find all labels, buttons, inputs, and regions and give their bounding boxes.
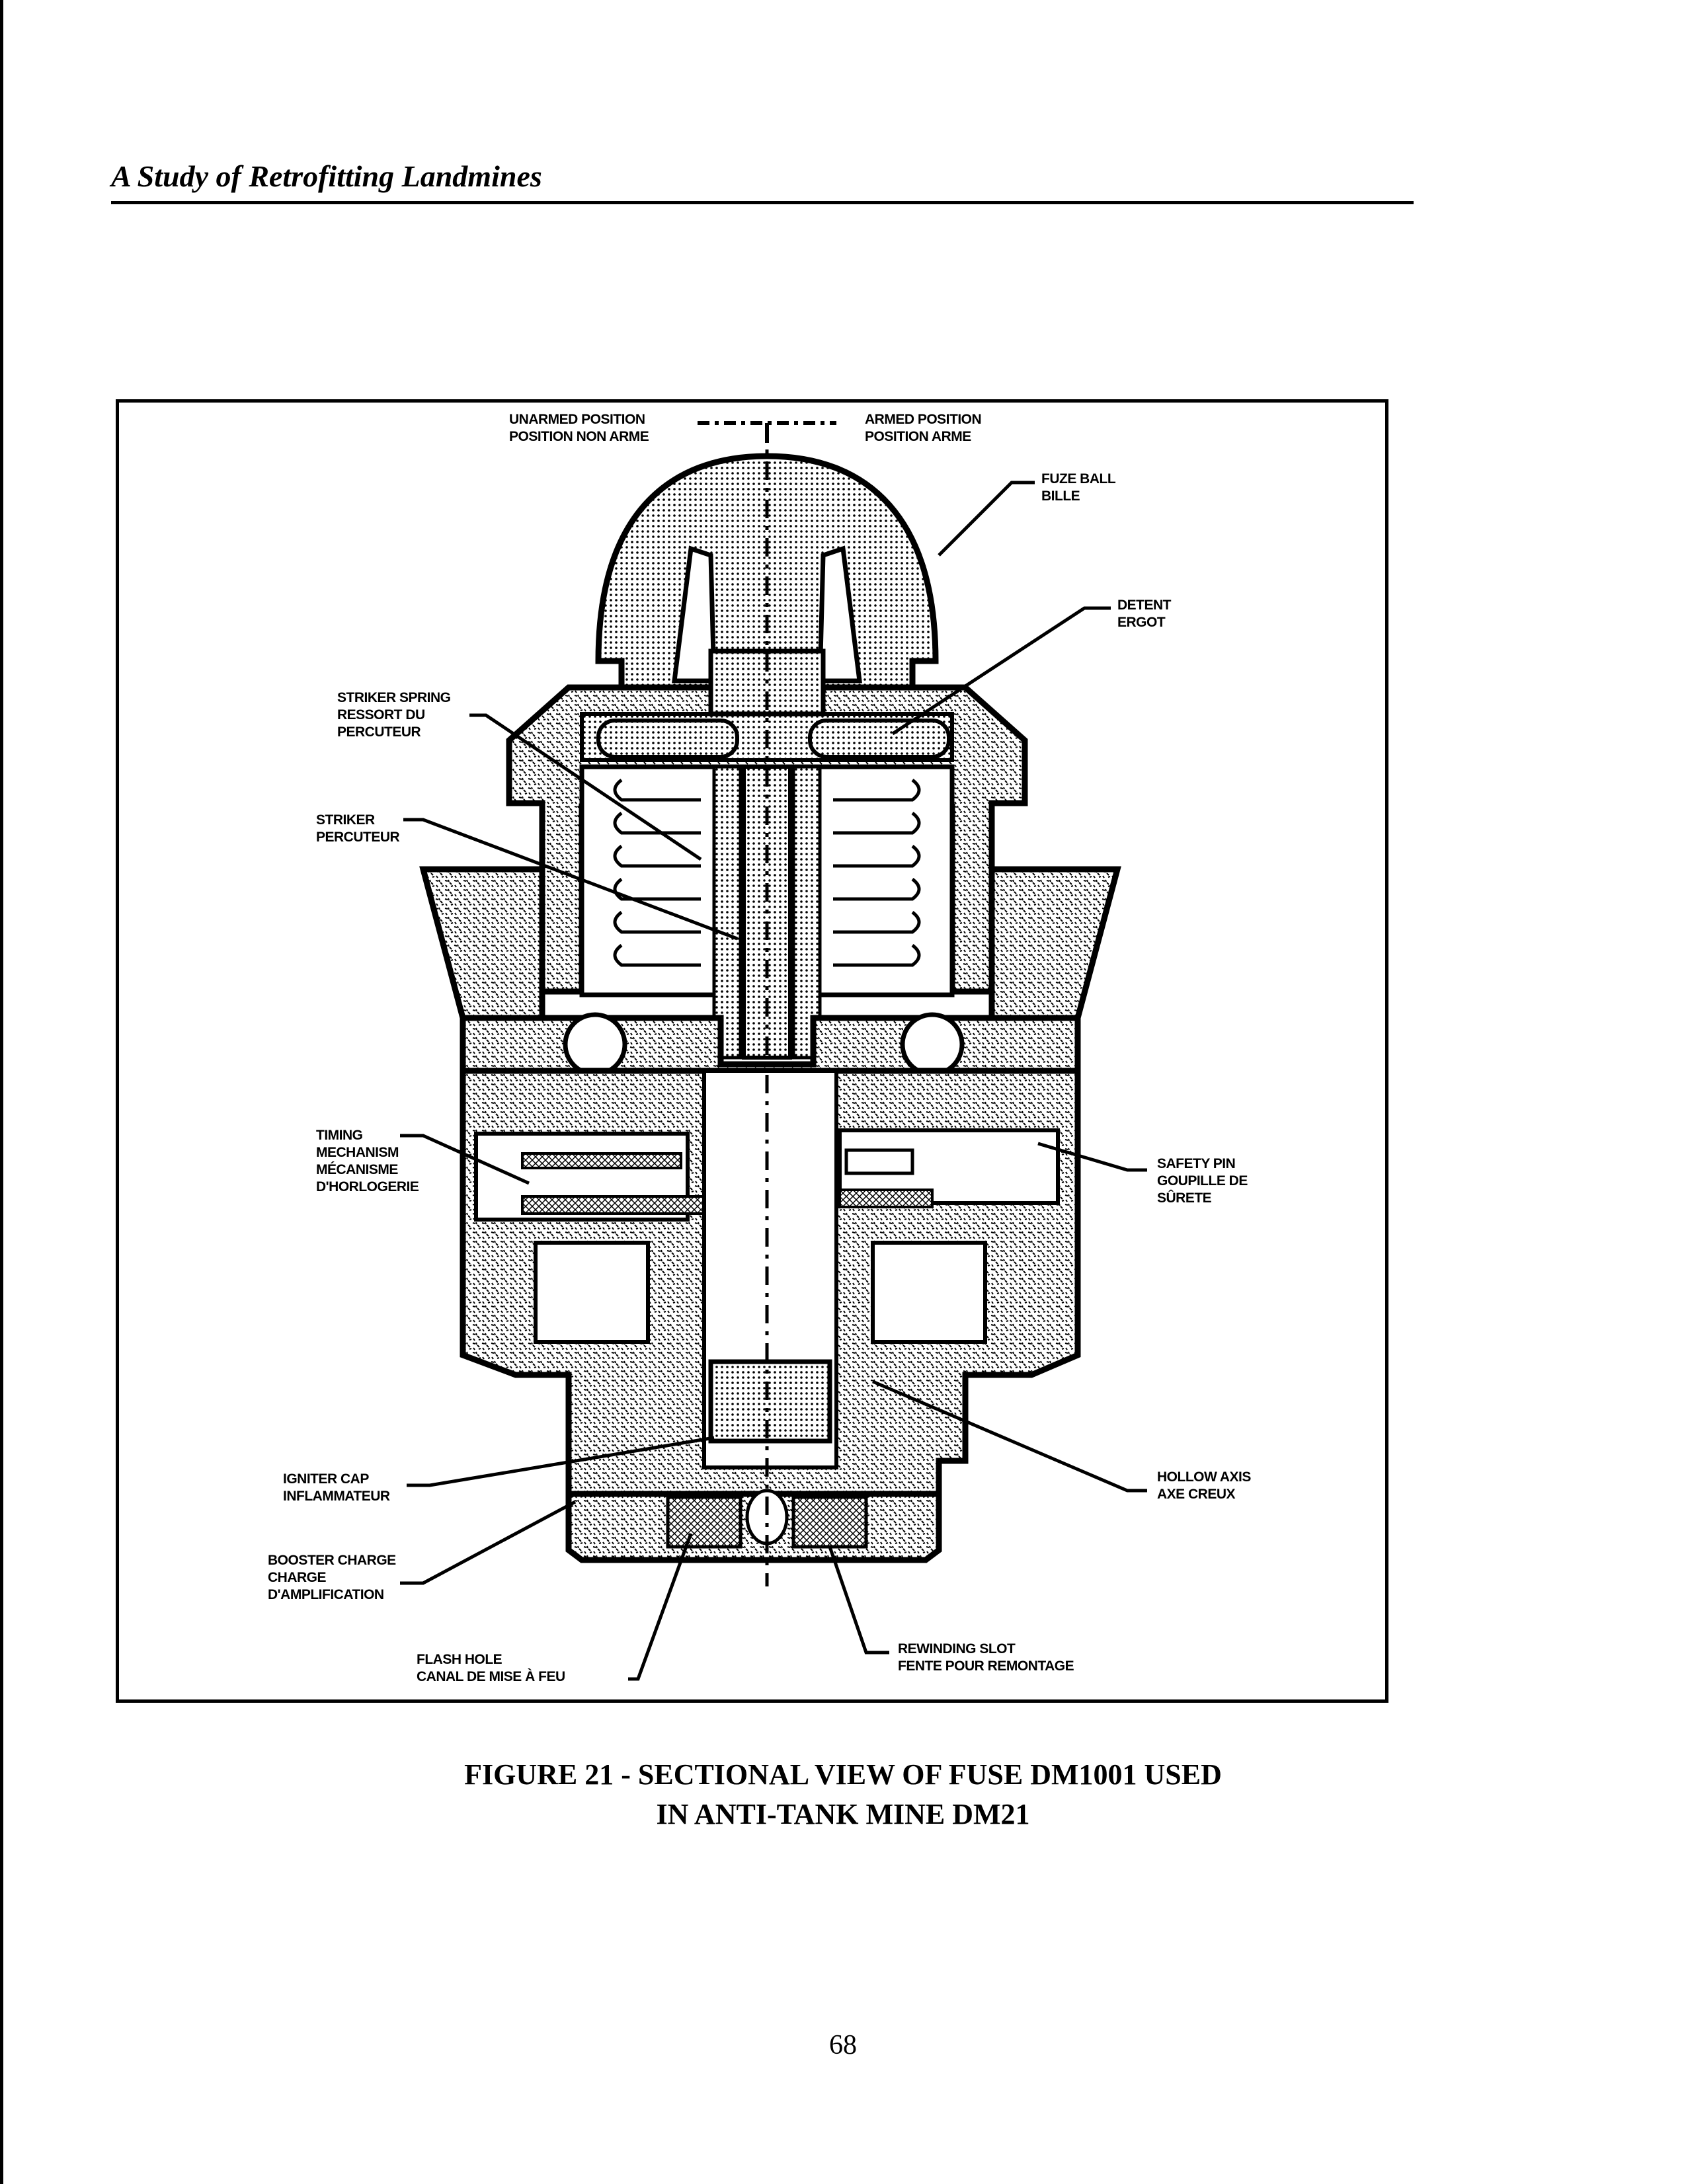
- left-flange: [419, 866, 545, 1021]
- leader-detent: [891, 606, 1111, 736]
- label-safety-pin-fr1: GOUPILLE DE: [1157, 1173, 1248, 1189]
- leader-fuze-ball: [938, 481, 1035, 557]
- label-striker-fr: PERCUTEUR: [316, 830, 400, 845]
- locking-ball-left: [563, 1012, 627, 1077]
- label-armed-fr: POSITION ARME: [865, 429, 971, 444]
- label-armed-position: ARMED POSITION POSITION ARME: [865, 411, 982, 446]
- label-timing-mechanism: TIMING MECHANISM MÉCANISME D'HORLOGERIE: [316, 1127, 419, 1196]
- label-booster-charge: BOOSTER CHARGE CHARGE D'AMPLIFICATION: [268, 1552, 396, 1604]
- label-detent: DETENT ERGOT: [1117, 597, 1172, 631]
- safety-pin: [844, 1148, 914, 1175]
- leader-booster: [400, 1500, 577, 1585]
- label-detent-en: DETENT: [1117, 598, 1172, 613]
- figure-caption-line1: FIGURE 21 - SECTIONAL VIEW OF FUSE DM100…: [464, 1758, 1222, 1791]
- label-striker-spring-en: STRIKER SPRING: [337, 690, 451, 705]
- label-hollow-axis-en: HOLLOW AXIS: [1157, 1469, 1251, 1485]
- label-igniter-en: IGNITER CAP: [283, 1471, 369, 1487]
- leader-striker-spring: [469, 713, 702, 861]
- label-striker-en: STRIKER: [316, 812, 375, 828]
- label-unarmed-position: UNARMED POSITION POSITION NON ARME: [509, 411, 649, 446]
- leader-timing: [400, 1134, 530, 1185]
- figure-caption-line2: IN ANTI-TANK MINE DM21: [656, 1798, 1030, 1830]
- leader-striker: [403, 818, 738, 941]
- leader-igniter: [407, 1436, 715, 1487]
- label-unarmed-fr: POSITION NON ARME: [509, 429, 649, 444]
- label-hollow-axis: HOLLOW AXIS AXE CREUX: [1157, 1469, 1251, 1503]
- label-flash-hole-en: FLASH HOLE: [417, 1652, 502, 1667]
- label-timing-fr1: MÉCANISME: [316, 1162, 398, 1177]
- label-rewinding-en: REWINDING SLOT: [898, 1641, 1016, 1657]
- label-armed-en: ARMED POSITION: [865, 412, 982, 427]
- label-safety-pin-en: SAFETY PIN: [1157, 1156, 1236, 1171]
- label-fuze-ball-fr: BILLE: [1041, 488, 1080, 504]
- figure-frame: [116, 399, 1388, 1703]
- leader-safety-pin: [1037, 1142, 1147, 1172]
- label-timing-en1: TIMING: [316, 1128, 363, 1143]
- scan-left-edge: [0, 0, 3, 2184]
- right-flange: [988, 866, 1121, 1021]
- detent-left: [596, 719, 739, 759]
- booster-charge-left: [666, 1495, 743, 1549]
- label-booster-en: BOOSTER CHARGE: [268, 1553, 396, 1568]
- label-booster-fr2: D'AMPLIFICATION: [268, 1587, 384, 1602]
- label-striker-spring: STRIKER SPRING RESSORT DU PERCUTEUR: [337, 689, 451, 741]
- label-safety-pin: SAFETY PIN GOUPILLE DE SÛRETE: [1157, 1155, 1248, 1207]
- detent-right: [808, 719, 951, 759]
- label-unarmed-en: UNARMED POSITION: [509, 412, 645, 427]
- leader-hollow-axis: [872, 1380, 1147, 1493]
- label-hollow-axis-fr: AXE CREUX: [1157, 1487, 1236, 1502]
- striker-spring-coil-right: [791, 765, 822, 1060]
- leader-flash-hole: [628, 1533, 693, 1681]
- timing-gear-upper: [521, 1152, 682, 1169]
- label-rewinding-slot: REWINDING SLOT FENTE POUR REMONTAGE: [898, 1641, 1074, 1675]
- leader-lines: [400, 481, 1147, 1681]
- running-header-title: A Study of Retrofitting Landmines: [111, 159, 542, 193]
- label-timing-en2: MECHANISM: [316, 1145, 399, 1160]
- header-rule: [111, 201, 1414, 204]
- label-flash-hole: FLASH HOLE CANAL DE MISE À FEU: [417, 1651, 565, 1686]
- right-reel: [871, 1241, 987, 1344]
- label-striker-spring-fr2: PERCUTEUR: [337, 724, 421, 740]
- label-fuze-ball: FUZE BALL BILLE: [1041, 471, 1116, 505]
- igniter-cap: [708, 1359, 832, 1444]
- lower-housing: [460, 1068, 1081, 1497]
- label-striker-spring-fr1: RESSORT DU: [337, 707, 425, 722]
- label-fuze-ball-en: FUZE BALL: [1041, 471, 1116, 487]
- label-striker: STRIKER PERCUTEUR: [316, 812, 400, 846]
- position-marker: [698, 421, 836, 443]
- label-flash-hole-fr: CANAL DE MISE À FEU: [417, 1669, 565, 1684]
- label-safety-pin-fr2: SÛRETE: [1157, 1190, 1212, 1206]
- page-number: 68: [829, 2030, 857, 2060]
- label-booster-fr1: CHARGE: [268, 1570, 327, 1585]
- locking-ball-right: [900, 1012, 965, 1077]
- booster-charge-right: [791, 1495, 868, 1549]
- striker-spring-coil-left: [712, 765, 743, 1060]
- booster-base: [565, 1489, 942, 1563]
- label-timing-fr2: D'HORLOGERIE: [316, 1179, 419, 1194]
- label-rewinding-fr: FENTE POUR REMONTAGE: [898, 1658, 1074, 1674]
- left-reel: [534, 1241, 650, 1344]
- leader-rewinding-slot: [828, 1546, 889, 1655]
- label-igniter-cap: IGNITER CAP INFLAMMATEUR: [283, 1471, 390, 1505]
- label-igniter-fr: INFLAMMATEUR: [283, 1489, 390, 1504]
- label-detent-fr: ERGOT: [1117, 615, 1166, 630]
